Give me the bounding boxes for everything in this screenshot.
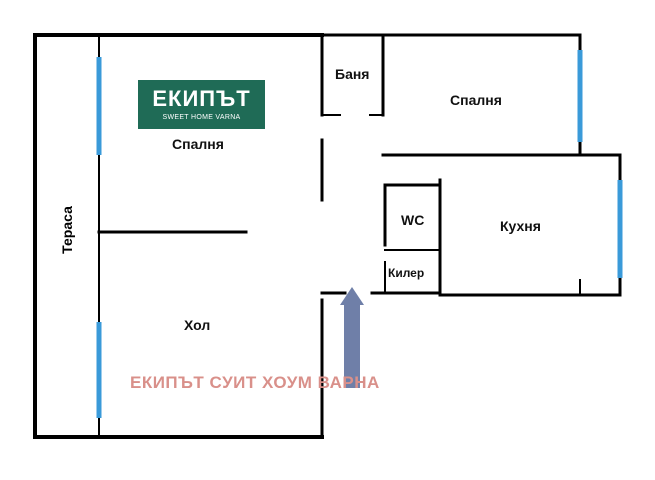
logo-brand: ЕКИПЪТ: [152, 86, 251, 111]
room-label-kitchen: Кухня: [500, 218, 541, 234]
logo-tagline: SWEET HOME VARNA: [162, 114, 241, 121]
room-label-terrace: Тераса: [59, 206, 75, 254]
entrance-arrow: [340, 287, 364, 388]
windows: [96, 50, 623, 418]
room-label-bedroom-1: Спалня: [172, 136, 224, 152]
room-label-wc: WC: [401, 212, 425, 228]
entrance-arrow-shaft: [344, 303, 360, 388]
room-label-living: Хол: [184, 317, 211, 333]
agency-watermark: ЕКИПЪТ СУИТ ХОУМ ВАРНА: [130, 373, 380, 392]
company-logo: ЕКИПЪТ SWEET HOME VARNA: [138, 80, 265, 129]
room-label-bathroom: Баня: [335, 66, 370, 82]
room-label-pantry: Килер: [388, 266, 425, 280]
entrance-arrow-head: [340, 287, 364, 305]
room-label-bedroom-2: Спалня: [450, 92, 502, 108]
